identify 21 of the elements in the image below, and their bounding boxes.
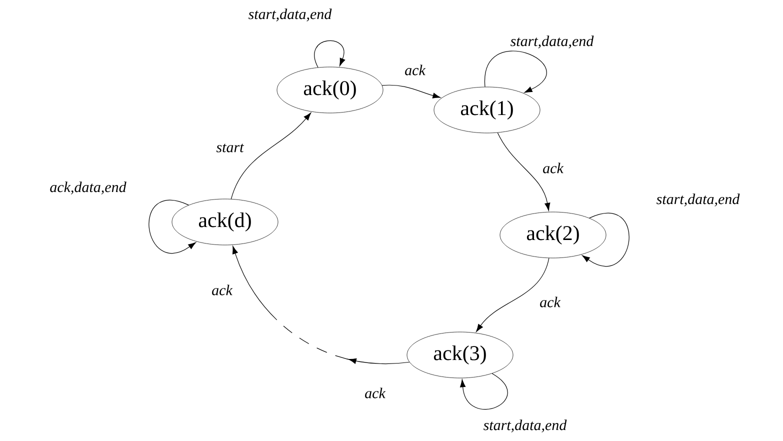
arrow [460,373,508,410]
edge-label: start [216,144,244,152]
edge-label: ack [405,64,426,76]
edge-label: ack,data,end [50,182,126,194]
edge-label: ack [540,296,561,308]
arrow [314,40,346,68]
edge-label: start,data,end [510,36,594,48]
edge-label: start,data,end [656,194,740,206]
transition-label: ack [212,284,233,296]
arrow [232,246,410,364]
arrow [230,112,312,200]
edge-label: start,data,end [248,8,332,22]
edge-label: ack [365,388,386,398]
arrow [582,213,630,266]
arrow [476,258,550,332]
arrow [148,200,196,254]
arrow [497,132,550,211]
edge-label: ack [543,162,564,174]
arrow [484,50,546,93]
edge-label: start,data,end [484,420,567,432]
arrow [382,84,441,98]
